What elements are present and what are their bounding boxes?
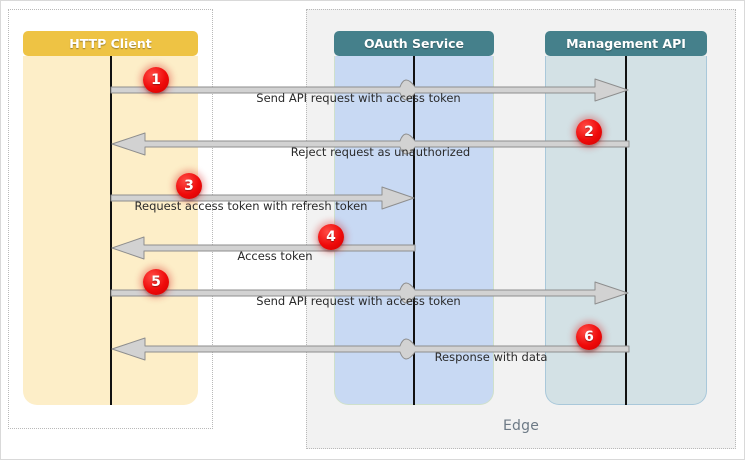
badge-step-5[interactable]: 5 [143, 269, 169, 295]
actor-oauth-service-header[interactable]: OAuth Service [334, 31, 494, 56]
message-4[interactable]: Access token [111, 236, 416, 267]
lifeline-http-client [110, 56, 112, 405]
group-edge-label: Edge [502, 418, 540, 434]
lifeline-management-api [625, 56, 627, 405]
arrow-shape [110, 281, 629, 305]
message-6[interactable]: Response with data [111, 337, 630, 368]
badge-step-3[interactable]: 3 [176, 173, 202, 199]
arrow-shape [111, 236, 416, 260]
badge-step-2[interactable]: 2 [576, 119, 602, 145]
arrow-shape [110, 186, 415, 210]
group-http-client [8, 9, 213, 429]
message-2[interactable]: Reject request as unauthorized [111, 132, 630, 163]
badge-step-1[interactable]: 1 [143, 67, 169, 93]
message-5[interactable]: Send API request with access token [110, 281, 629, 312]
arrow-shape [110, 78, 629, 102]
arrow-shape [111, 337, 630, 361]
actor-management-api-header[interactable]: Management API [545, 31, 707, 56]
badge-step-6[interactable]: 6 [576, 324, 602, 350]
message-1[interactable]: Send API request with access token [110, 78, 629, 109]
badge-step-4[interactable]: 4 [318, 224, 344, 250]
arrow-shape [111, 132, 630, 156]
actor-http-client-header[interactable]: HTTP Client [23, 31, 198, 56]
lifeline-oauth-service [413, 56, 415, 405]
message-3[interactable]: Request access token with refresh token [110, 186, 415, 217]
